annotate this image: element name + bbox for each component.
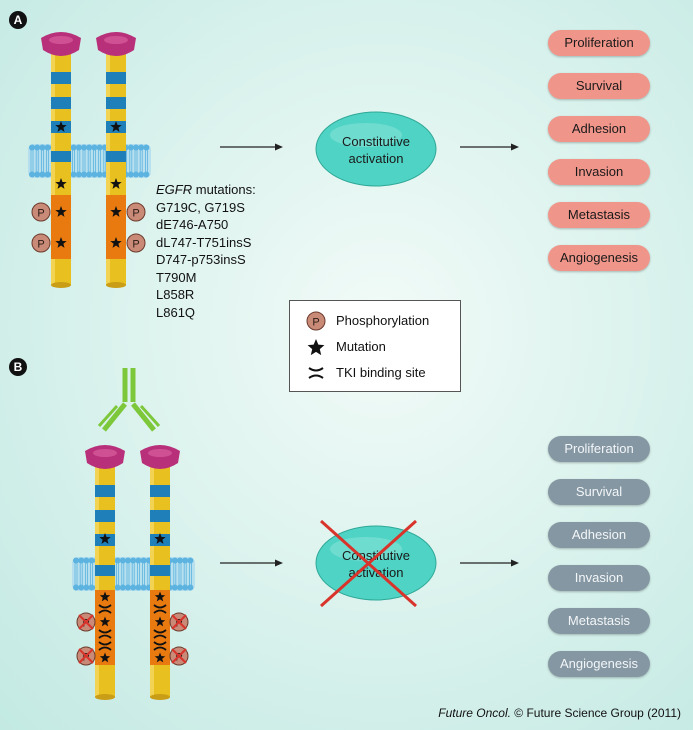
- phosphate-letter: P: [37, 208, 44, 220]
- phosphate-icon: P: [126, 202, 146, 222]
- tki-cross-icon: [153, 629, 167, 639]
- egfr-receptor: [140, 445, 180, 700]
- legend-mutation: Mutation: [336, 339, 386, 354]
- outcome-pill-inhibited: Proliferation: [548, 436, 650, 462]
- mutation-star-icon: [55, 121, 67, 132]
- mutation-star-icon: [110, 206, 122, 217]
- mutation-item: L858R: [156, 287, 195, 302]
- egfr-receptor: [96, 32, 136, 288]
- mutation-item: dE746-A750: [156, 217, 229, 232]
- mutation-item: L861Q: [156, 304, 196, 320]
- mutation-item: dL747-T751insS: [156, 234, 252, 250]
- outcome-pill-active: Invasion: [548, 159, 650, 185]
- outcome-pill-active: Angiogenesis: [548, 245, 650, 271]
- tki-cross-icon: [98, 604, 112, 614]
- outcome-pill-inhibited: Adhesion: [548, 522, 650, 548]
- mutation-item: G719C, G719S: [156, 199, 245, 215]
- legend-tki: TKI binding site: [336, 365, 426, 380]
- outcome-pill-active: Metastasis: [548, 202, 650, 228]
- phosphate-icon: P: [126, 233, 146, 253]
- activation-label-b: Constitutive activation: [316, 547, 436, 581]
- cell-membrane-a: [28, 144, 151, 178]
- mutation-heading-gene: EGFR: [156, 182, 193, 197]
- outcome-pill-inhibited: Angiogenesis: [548, 651, 650, 677]
- phosphate-letter: P: [82, 618, 89, 630]
- phosphate-icon-letter: P: [312, 317, 319, 329]
- outcome-pill-active: Survival: [548, 73, 650, 99]
- mutation-star-icon: [99, 616, 111, 627]
- mutation-star-icon: [99, 652, 111, 663]
- antibody-icon: [97, 368, 161, 432]
- outcome-pill-active: Adhesion: [548, 116, 650, 142]
- mutation-heading: EGFR mutations:: [156, 181, 256, 199]
- arrow-head-icon: [511, 559, 519, 567]
- arrow-head-icon: [511, 143, 519, 151]
- cell-membrane-b: [72, 557, 195, 591]
- legend-icons: P: [306, 311, 326, 379]
- arrow-head-icon: [275, 559, 283, 567]
- activation-label-line1: Constitutive: [342, 134, 410, 149]
- panel-label-a: A: [9, 11, 27, 29]
- tki-cross-icon: [308, 367, 324, 379]
- activation-label-line2: activation: [348, 151, 404, 166]
- phosphate-icon: P: [31, 233, 51, 253]
- mutation-list: EGFR mutations: G719C, G719S dE746-A750 …: [156, 181, 256, 321]
- citation: Future Oncol. © Future Science Group (20…: [438, 706, 681, 720]
- phosphate-letter: P: [37, 239, 44, 251]
- phosphate-letter: P: [82, 652, 89, 664]
- phosphate-icon: P: [306, 311, 326, 331]
- phosphate-letter: P: [175, 652, 182, 664]
- mutation-star-icon: [99, 533, 111, 544]
- phosphate-letter: P: [132, 208, 139, 220]
- mutation-star-icon: [154, 533, 166, 544]
- outcome-pill-inhibited: Invasion: [548, 565, 650, 591]
- tki-cross-icon: [153, 641, 167, 651]
- mutation-item: D747-p753insS: [156, 252, 246, 267]
- mutation-star-icon: [110, 178, 122, 189]
- panel-label-b: B: [9, 358, 27, 376]
- legend-phosphorylation: Phosphorylation: [336, 313, 430, 328]
- phosphate-letter: P: [132, 239, 139, 251]
- phosphate-inhibited-icon: P: [169, 646, 189, 666]
- star-icon: [307, 339, 325, 356]
- egfr-receptor: [85, 445, 125, 700]
- arrow-head-icon: [275, 143, 283, 151]
- mutation-star-icon: [154, 652, 166, 663]
- activation-label-a: Constitutive activation: [316, 133, 436, 167]
- egfr-receptor: [41, 32, 81, 288]
- citation-journal: Future Oncol.: [438, 706, 511, 720]
- mutation-star-icon: [99, 591, 111, 602]
- activation-label-line2: activation: [348, 565, 404, 580]
- phosphate-inhibited-icon: P: [76, 612, 96, 632]
- outcome-pill-active: Proliferation: [548, 30, 650, 56]
- mutation-star-icon: [110, 237, 122, 248]
- activation-label-line1: Constitutive: [342, 548, 410, 563]
- citation-rest: © Future Science Group (2011): [510, 706, 681, 720]
- mutation-star-icon: [55, 237, 67, 248]
- phosphate-letter: P: [175, 618, 182, 630]
- outcome-pill-inhibited: Survival: [548, 479, 650, 505]
- phosphate-icon: P: [31, 202, 51, 222]
- mutation-item: T790M: [156, 269, 197, 285]
- phosphate-inhibited-icon: P: [76, 646, 96, 666]
- mutation-star-icon: [110, 121, 122, 132]
- outcome-pill-inhibited: Metastasis: [548, 608, 650, 634]
- mutation-star-icon: [55, 206, 67, 217]
- mutation-star-icon: [154, 591, 166, 602]
- mutation-star-icon: [154, 616, 166, 627]
- phosphate-inhibited-icon: P: [169, 612, 189, 632]
- tki-cross-icon: [153, 604, 167, 614]
- mutation-heading-rest: mutations:: [192, 182, 256, 197]
- tki-cross-icon: [98, 629, 112, 639]
- legend-box: P Phosphorylation Mutation TKI binding s…: [289, 300, 461, 392]
- mutation-star-icon: [55, 178, 67, 189]
- tki-cross-icon: [98, 641, 112, 651]
